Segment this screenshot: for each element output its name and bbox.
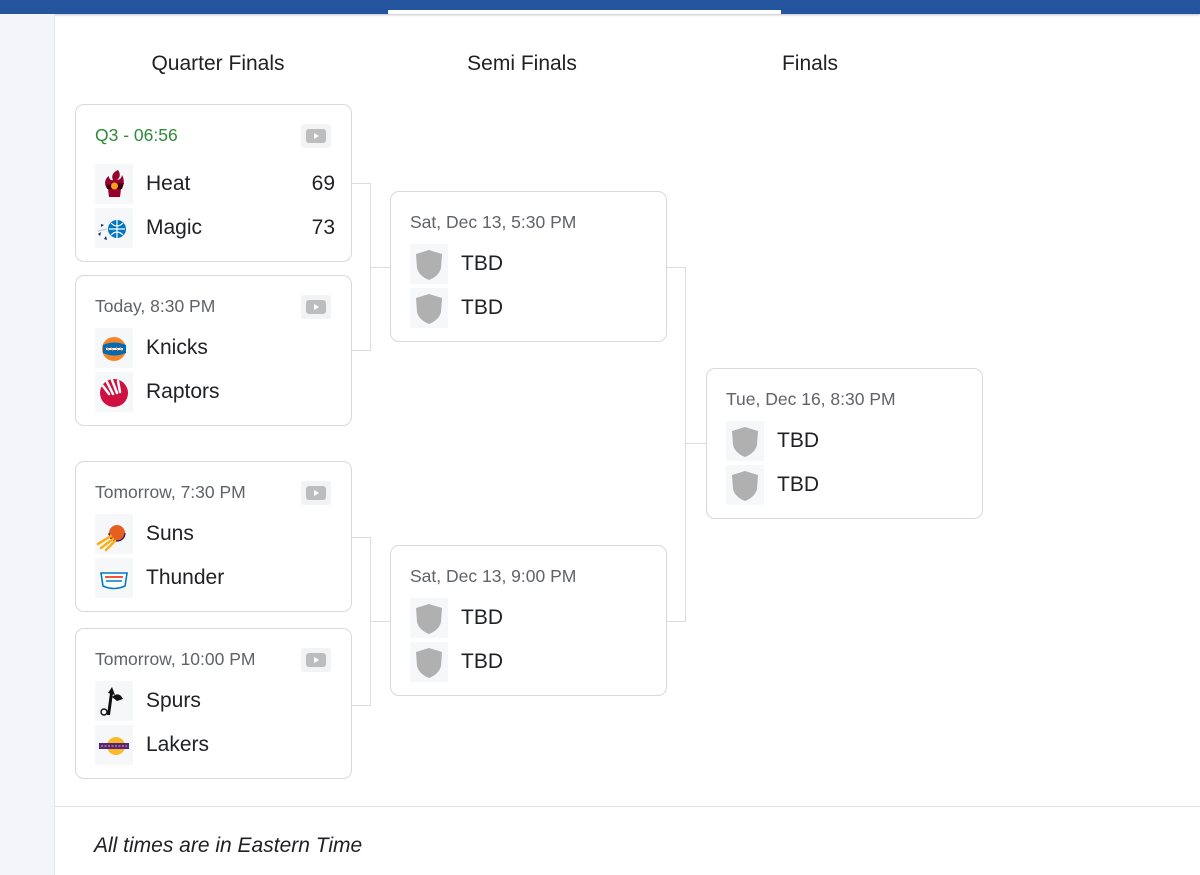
team-name: Raptors [146,380,220,403]
match-status: Tomorrow, 10:00 PM [95,649,256,669]
match-status: Sat, Dec 13, 5:30 PM [410,212,577,232]
footer-divider [55,806,1200,807]
match-status: Today, 8:30 PM [95,296,216,316]
timezone-note: All times are in Eastern Time [94,834,363,857]
team-name: Thunder [146,566,225,589]
match-card-semi-final-1[interactable]: Sat, Dec 13, 5:30 PM TBD TBD [390,191,667,342]
bracket-connector [351,183,371,184]
bracket-connector [351,705,371,706]
round-title-finals: Finals [781,52,839,75]
lakers-logo [95,725,133,765]
team-row-tbd[interactable]: TBD [410,244,650,284]
team-row-tbd[interactable]: TBD [726,421,966,461]
bracket-connector [685,267,686,622]
raptors-logo [95,372,133,412]
round-title-semi-finals: Semi Finals [467,52,577,75]
left-gutter [0,14,55,875]
match-card-quarter-final-2[interactable]: Today, 8:30 PM Knicks Raptors [75,275,352,426]
team-row-lakers[interactable]: Lakers [95,725,335,765]
team-name: TBD [461,296,503,319]
bracket-connector [667,267,686,268]
team-name: TBD [461,606,503,629]
match-card-quarter-final-3[interactable]: Tomorrow, 7:30 PM Suns Thunder [75,461,352,612]
team-row-spurs[interactable]: Spurs [95,681,335,721]
suns-logo [95,514,133,554]
bracket-connector [370,621,391,622]
bracket-connector [370,267,391,268]
team-score: 73 [311,216,335,239]
team-row-raptors[interactable]: Raptors [95,372,335,412]
play-video-icon[interactable] [301,481,331,505]
shield-placeholder-icon [726,465,764,505]
match-card-quarter-final-1[interactable]: Q3 - 06:56 Heat 69 Magic 73 [75,104,352,262]
team-name: Lakers [146,733,210,756]
spurs-logo [95,681,133,721]
team-name: TBD [777,473,819,496]
team-row-tbd[interactable]: TBD [410,642,650,682]
active-tab-indicator [388,10,781,14]
round-title-quarter-finals: Quarter Finals [151,52,285,75]
match-status: Tomorrow, 7:30 PM [95,482,246,502]
bracket-connector [667,621,686,622]
team-row-heat[interactable]: Heat 69 [95,164,335,204]
team-name: TBD [777,429,819,452]
knicks-logo [95,328,133,368]
team-row-knicks[interactable]: Knicks [95,328,335,368]
team-row-tbd[interactable]: TBD [410,288,650,328]
top-nav-bar [0,0,1200,14]
shield-placeholder-icon [410,244,448,284]
match-status-live: Q3 - 06:56 [95,125,178,145]
team-name: Heat [146,172,191,195]
magic-logo [95,208,133,248]
play-video-icon[interactable] [301,648,331,672]
team-row-tbd[interactable]: TBD [726,465,966,505]
team-name: Spurs [146,689,201,712]
bracket-connector [351,537,371,538]
shield-placeholder-icon [410,642,448,682]
play-video-icon[interactable] [301,124,331,148]
play-video-icon[interactable] [301,295,331,319]
match-status: Sat, Dec 13, 9:00 PM [410,566,577,586]
team-row-suns[interactable]: Suns [95,514,335,554]
team-score: 69 [311,172,335,195]
heat-logo [95,164,133,204]
shield-placeholder-icon [726,421,764,461]
team-name: Suns [146,522,194,545]
team-name: TBD [461,252,503,275]
shield-placeholder-icon [410,598,448,638]
thunder-logo [95,558,133,598]
team-row-tbd[interactable]: TBD [410,598,650,638]
team-name: Magic [146,216,203,239]
bracket-connector [685,443,707,444]
match-card-quarter-final-4[interactable]: Tomorrow, 10:00 PM Spurs Lakers [75,628,352,779]
match-status: Tue, Dec 16, 8:30 PM [726,389,896,409]
team-name: TBD [461,650,503,673]
team-row-thunder[interactable]: Thunder [95,558,335,598]
team-row-magic[interactable]: Magic 73 [95,208,335,248]
bracket-connector [351,350,371,351]
match-card-semi-final-2[interactable]: Sat, Dec 13, 9:00 PM TBD TBD [390,545,667,696]
shield-placeholder-icon [410,288,448,328]
match-card-final[interactable]: Tue, Dec 16, 8:30 PM TBD TBD [706,368,983,519]
team-name: Knicks [146,336,208,359]
